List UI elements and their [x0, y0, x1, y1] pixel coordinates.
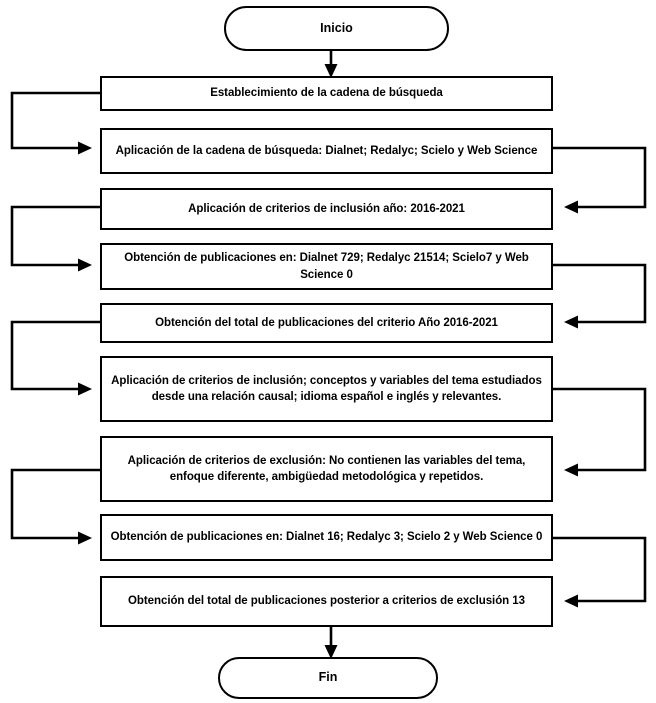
connector-obtencion-publicaciones-2-to-obtencion-total-exclusion — [553, 536, 647, 608]
node-criterios-exclusion-label: Aplicación de criterios de exclusión: No… — [127, 454, 526, 483]
node-criterios-inclusion-anio: Aplicación de criterios de inclusión año… — [100, 188, 553, 230]
node-obtencion-total-anio: Obtención del total de publicaciones del… — [100, 303, 553, 343]
connector-criterios-exclusion-to-obtencion-publicaciones-2 — [10, 468, 100, 545]
node-establecimiento: Establecimiento de la cadena de búsqueda — [100, 76, 553, 111]
connector-establecimiento-to-aplicacion-cadena — [10, 91, 100, 155]
connector-obtencion-publicaciones-1-to-obtencion-total-anio — [553, 263, 647, 329]
node-obtencion-publicaciones-1: Obtención de publicaciones en: Dialnet 7… — [100, 243, 553, 290]
node-criterios-inclusion-conceptos: Aplicación de criterios de inclusión; co… — [100, 356, 553, 422]
connector-inicio-to-establecimiento — [324, 50, 338, 78]
node-obtencion-publicaciones-2-label: Obtención de publicaciones en: Dialnet 1… — [110, 531, 543, 544]
node-obtencion-total-exclusion: Obtención del total de publicaciones pos… — [100, 576, 553, 627]
connector-obtencion-total-anio-to-criterios-inclusion-conceptos — [10, 320, 100, 396]
node-criterios-inclusion-anio-label: Aplicación de criterios de inclusión año… — [188, 202, 465, 215]
node-inicio-label: Inicio — [320, 20, 353, 35]
node-obtencion-publicaciones-2: Obtención de publicaciones en: Dialnet 1… — [100, 514, 553, 561]
node-obtencion-total-exclusion-label: Obtención del total de publicaciones pos… — [128, 595, 525, 608]
connector-criterios-inclusion-anio-to-obtencion-publicaciones-1 — [10, 205, 100, 272]
node-obtencion-publicaciones-1-label: Obtención de publicaciones en: Dialnet 7… — [124, 252, 529, 281]
node-establecimiento-label: Establecimiento de la cadena de búsqueda — [210, 87, 443, 100]
connector-aplicacion-cadena-to-criterios-inclusion-anio — [553, 146, 647, 214]
connector-criterios-inclusion-conceptos-to-criterios-exclusion — [553, 387, 647, 477]
node-aplicacion-cadena: Aplicación de la cadena de búsqueda: Dia… — [100, 128, 553, 174]
node-inicio: Inicio — [224, 6, 449, 51]
connector-obtencion-total-exclusion-to-fin — [324, 627, 338, 659]
node-fin: Fin — [218, 657, 438, 699]
node-criterios-exclusion: Aplicación de criterios de exclusión: No… — [100, 436, 553, 502]
node-fin-label: Fin — [318, 670, 338, 685]
node-aplicacion-cadena-label: Aplicación de la cadena de búsqueda: Dia… — [115, 144, 538, 157]
node-obtencion-total-anio-label: Obtención del total de publicaciones del… — [155, 316, 498, 329]
node-criterios-inclusion-conceptos-label: Aplicación de criterios de inclusión; co… — [111, 374, 542, 403]
